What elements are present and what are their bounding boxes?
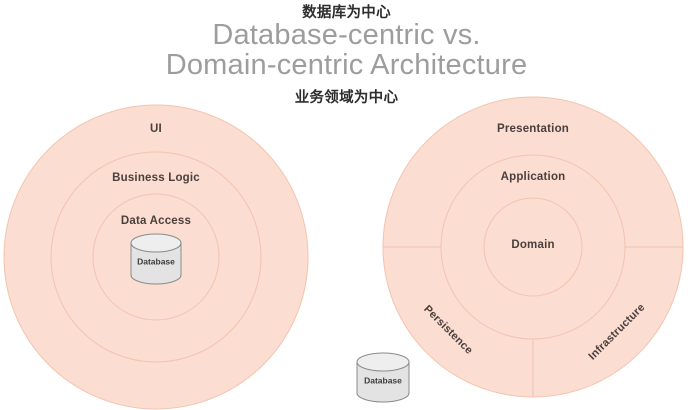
layer-ring-data-access-outline xyxy=(92,193,220,321)
database-cylinder-inner: Database xyxy=(130,233,182,285)
page-title: Database-centric vs. Domain-centric Arch… xyxy=(0,20,693,80)
cylinder-label: Database xyxy=(137,256,175,266)
cylinder-body-icon xyxy=(356,361,410,403)
page-title-line-1: Database-centric vs. xyxy=(212,19,481,51)
annotation-domain-centric: 业务领域为中心 xyxy=(294,90,399,106)
layer-ring-ui-outline xyxy=(3,104,309,410)
cylinder-label: Database xyxy=(364,375,402,385)
page-title-line-2: Domain-centric Architecture xyxy=(165,49,528,81)
cylinder-body-icon xyxy=(130,242,182,285)
layer-label-data-access: Data Access xyxy=(121,215,191,227)
cylinder-top-icon xyxy=(130,233,182,253)
layer-ring-presentation xyxy=(383,97,683,397)
right-circle-group: Presentation Application Domain Persiste… xyxy=(382,96,684,398)
layer-ring-business-logic-outline xyxy=(50,151,262,363)
annotation-database-centric: 数据库为中心 xyxy=(302,5,391,21)
left-circle-group: UI Business Logic Data Access Database xyxy=(3,104,309,410)
cylinder-top-icon xyxy=(356,352,410,372)
layer-label-presentation: Presentation xyxy=(497,123,569,135)
layer-label-business-logic: Business Logic xyxy=(112,172,200,184)
database-cylinder-external: Database xyxy=(356,352,410,403)
layer-ring-domain-outline xyxy=(483,197,583,297)
layer-label-ui: UI xyxy=(150,123,162,135)
layer-label-application: Application xyxy=(501,171,566,183)
layer-label-domain: Domain xyxy=(511,239,554,251)
